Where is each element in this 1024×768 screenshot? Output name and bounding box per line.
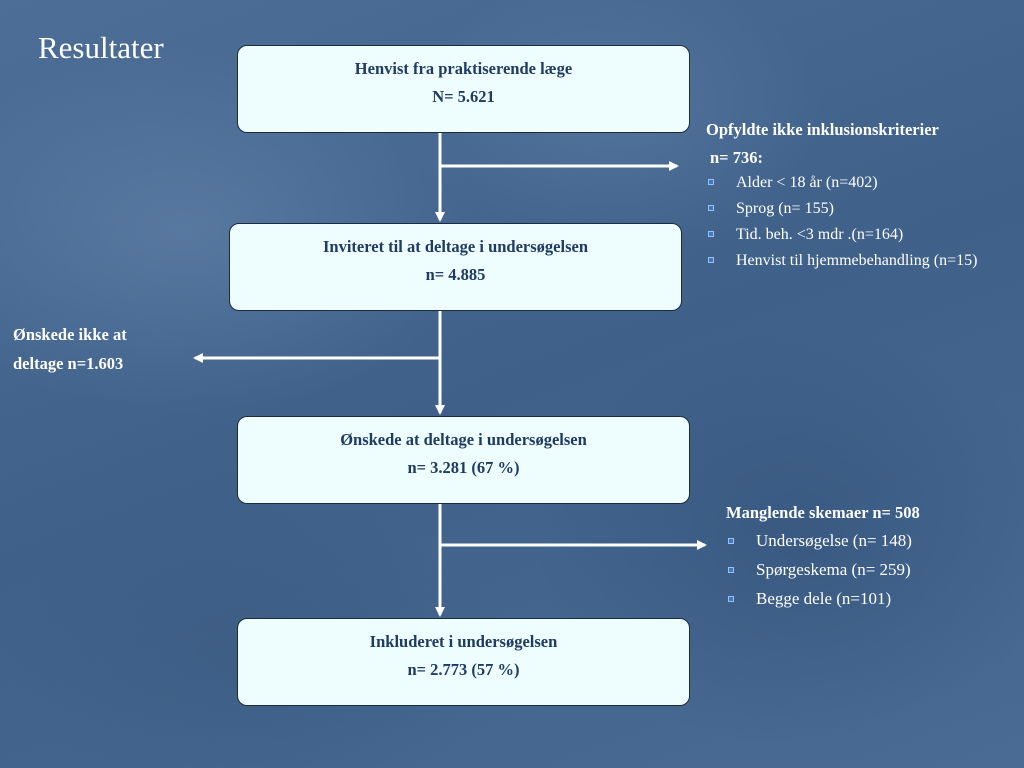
declined-line-1: Ønskede ikke at [13,325,127,344]
referred-box: Henvist fra praktiserende læge N= 5.621 [237,45,690,133]
list-item: Undersøgelse (n= 148) [726,530,1016,552]
square-bullet-icon [728,538,734,544]
declined-line-2: deltage n=1.603 [13,354,124,373]
included-label: Inkluderet i undersøgelsen [369,632,558,651]
square-bullet-icon [708,179,714,185]
exclusion-heading: Opfyldte ikke inklusionskriterier [706,120,939,139]
list-item-text: Tid. beh. <3 mdr .(n=164) [736,226,904,243]
wanted-to-participate-box: Ønskede at deltage i undersøgelsen n= 3.… [237,416,690,504]
list-item: Alder < 18 år (n=402) [706,173,1016,193]
square-bullet-icon [708,231,714,237]
list-item: Sprog (n= 155) [706,199,1016,219]
list-item: Henvist til hjemmebehandling (n=15) [706,251,1016,271]
square-bullet-icon [728,596,734,602]
list-item: Begge dele (n=101) [726,588,1016,610]
exclusion-count: n= 736: [710,148,763,167]
list-item-text: Henvist til hjemmebehandling (n=15) [736,252,978,269]
invited-label: Inviteret til at deltage i undersøgelsen [322,237,589,256]
list-item-text: Sprog (n= 155) [736,200,834,217]
invited-count: n= 4.885 [425,265,486,284]
included-box: Inkluderet i undersøgelsen n= 2.773 (57 … [237,618,690,706]
invited-box: Inviteret til at deltage i undersøgelsen… [229,223,682,311]
list-item-text: Undersøgelse (n= 148) [756,531,912,550]
missing-forms-note: Manglende skemaer n= 508 Undersøgelse (n… [726,500,1016,617]
list-item: Tid. beh. <3 mdr .(n=164) [706,225,1016,245]
square-bullet-icon [708,205,714,211]
included-count: n= 2.773 (57 %) [407,660,520,679]
missing-list: Undersøgelse (n= 148) Spørgeskema (n= 25… [726,530,1016,610]
list-item-text: Spørgeskema (n= 259) [756,560,911,579]
referred-count: N= 5.621 [432,87,495,106]
list-item: Spørgeskema (n= 259) [726,559,1016,581]
square-bullet-icon [708,257,714,263]
declined-note: Ønskede ikke at deltage n=1.603 [13,320,193,378]
exclusion-list: Alder < 18 år (n=402) Sprog (n= 155) Tid… [706,173,1016,271]
missing-heading: Manglende skemaer n= 508 [726,503,920,522]
list-item-text: Alder < 18 år (n=402) [736,174,878,191]
wanted-to-participate-label: Ønskede at deltage i undersøgelsen [340,430,587,449]
referred-label: Henvist fra praktiserende læge [354,59,573,78]
slide-title: Resultater [38,30,164,65]
list-item-text: Begge dele (n=101) [756,589,892,608]
square-bullet-icon [728,567,734,573]
exclusion-criteria-note: Opfyldte ikke inklusionskriterier n= 736… [706,119,1016,277]
wanted-to-participate-count: n= 3.281 (67 %) [407,458,520,477]
